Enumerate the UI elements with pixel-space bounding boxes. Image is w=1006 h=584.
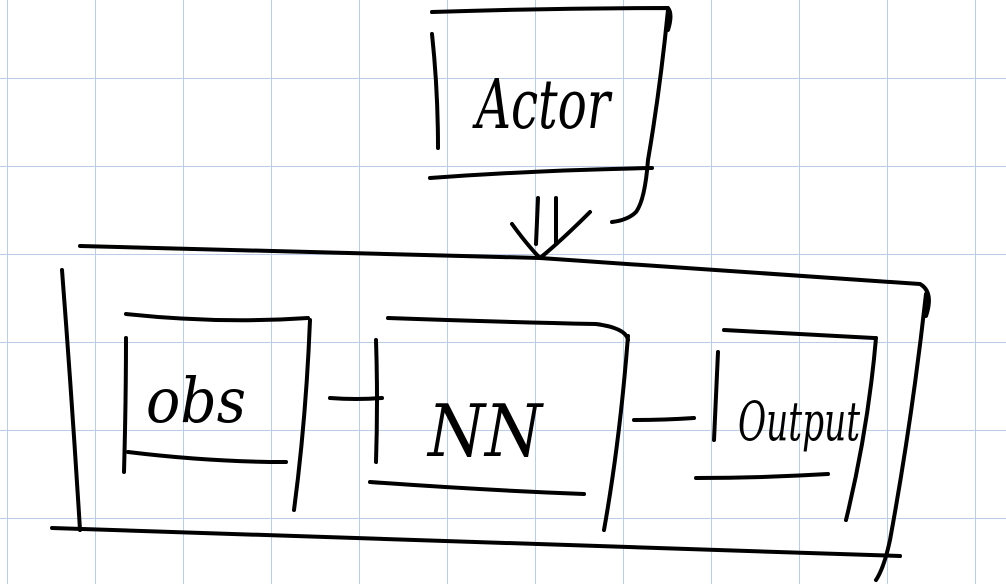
- output-box: [694, 328, 878, 522]
- output-label: Output: [738, 390, 860, 453]
- obs-label: obs: [146, 364, 246, 437]
- actor-label: Actor: [472, 66, 613, 145]
- pipeline-box: [50, 244, 931, 582]
- nn-to-output-line: [632, 416, 696, 422]
- obs-box: [122, 312, 312, 512]
- nn-label: NN: [426, 389, 545, 473]
- obs-to-nn-line: [328, 396, 384, 401]
- nn-box: [368, 316, 630, 532]
- actor-to-pipeline-arrow: [510, 196, 592, 260]
- actor-box: [428, 6, 673, 224]
